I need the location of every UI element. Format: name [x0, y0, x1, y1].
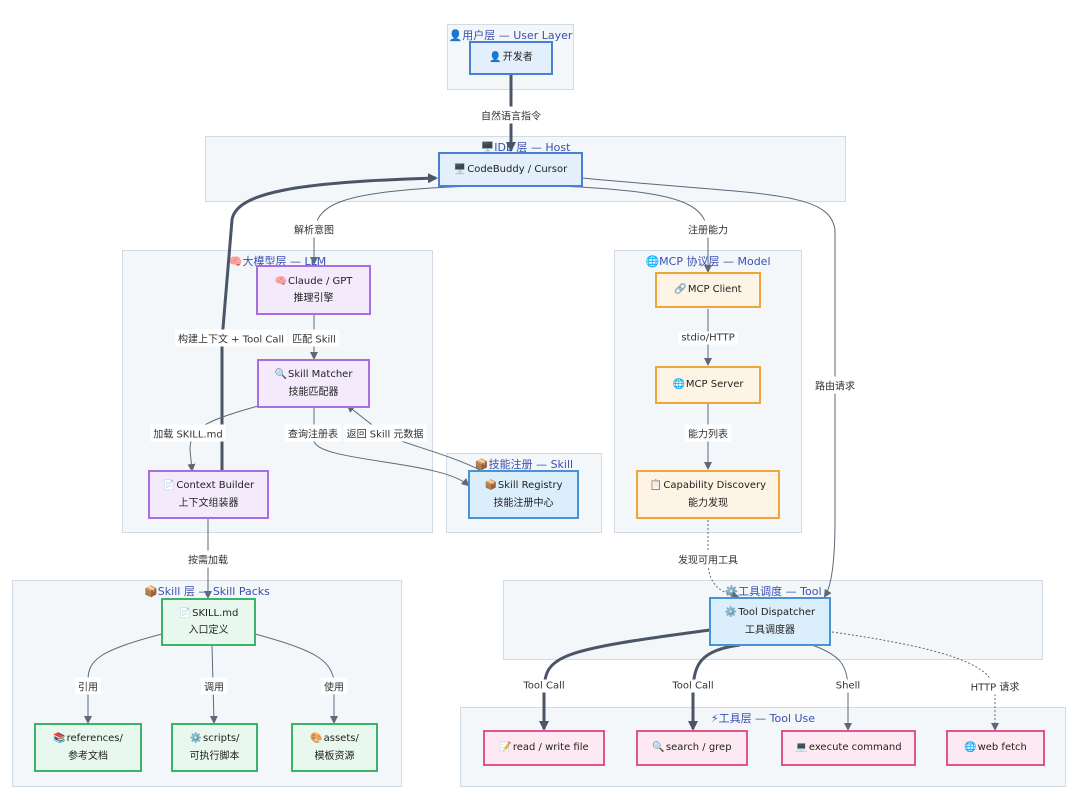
- magnifier-icon: 🔍: [652, 742, 665, 754]
- laptop-icon: 💻: [795, 742, 808, 754]
- edge-parse-intent: [310, 185, 471, 265]
- memo-icon: 📝: [499, 742, 512, 754]
- node-codebuddy[interactable]: 🖥️CodeBuddy / Cursor: [438, 152, 583, 187]
- edge-label-capability-list: 能力列表: [685, 424, 731, 442]
- node-skill-md-label: SKILL.md: [192, 607, 239, 619]
- globe-icon: 🌐: [964, 742, 977, 754]
- node-skill-registry[interactable]: 📦Skill Registry 技能注册中心: [468, 470, 579, 519]
- node-claude-sublabel: 推理引擎: [293, 293, 334, 304]
- node-codebuddy-label: CodeBuddy / Cursor: [467, 163, 568, 175]
- edge-http-request: [831, 631, 999, 731]
- node-scripts-sublabel: 可执行脚本: [189, 750, 240, 762]
- edge-label-on-demand-load: 按需加载: [185, 550, 231, 568]
- clipboard-icon: 📋: [649, 480, 663, 491]
- node-capability-discovery-label: Capability Discovery: [663, 480, 767, 491]
- node-search-grep-label: search / grep: [665, 742, 732, 754]
- edge-label-discover-tools: 发现可用工具: [675, 550, 741, 568]
- node-skill-matcher[interactable]: 🔍Skill Matcher 技能匹配器: [257, 359, 370, 408]
- node-scripts-label: scripts/: [203, 733, 240, 744]
- node-web-fetch-label: web fetch: [977, 742, 1027, 754]
- node-skill-registry-label: Skill Registry: [497, 480, 563, 491]
- gear-icon: ⚙️: [724, 607, 738, 618]
- gear-icon: ⚙️: [189, 733, 202, 744]
- node-skill-matcher-label: Skill Matcher: [288, 369, 353, 380]
- llm-layer-title: 🧠大模型层 — LLM: [228, 255, 327, 268]
- package-icon: 📦: [484, 480, 497, 491]
- node-read-write-file-label: read / write file: [512, 742, 589, 754]
- node-assets-sublabel: 模板资源: [314, 750, 355, 762]
- node-execute-command-label: execute command: [808, 742, 902, 754]
- ide-layer-title: 🖥️IDE 层 — Host: [480, 141, 571, 154]
- user-layer-title: 👤用户层 — User Layer: [448, 29, 573, 42]
- node-assets-label: assets/: [323, 733, 359, 744]
- document-icon: 📄: [162, 480, 176, 491]
- tool-layer-title: ⚡工具层 — Tool Use: [710, 712, 816, 725]
- edge-label-match-skill: 匹配 Skill: [289, 329, 339, 347]
- document-icon: 📄: [178, 607, 192, 619]
- node-developer-label: 开发者: [502, 52, 533, 64]
- node-skill-registry-sublabel: 技能注册中心: [493, 497, 554, 509]
- node-mcp-client-label: MCP Client: [687, 284, 742, 296]
- node-references-sublabel: 参考文档: [68, 750, 108, 762]
- node-mcp-server-label: MCP Server: [685, 379, 744, 391]
- node-scripts[interactable]: ⚙️scripts/ 可执行脚本: [171, 723, 258, 772]
- registry-layer-title: 📦技能注册 — Skill: [474, 458, 574, 471]
- edge-label-call: 调用: [201, 677, 227, 695]
- node-execute-command[interactable]: 💻execute command: [781, 730, 916, 766]
- node-tool-dispatcher-sublabel: 工具调度器: [745, 624, 795, 636]
- edge-label-query-registry: 查询注册表: [285, 424, 341, 442]
- node-context-builder-sublabel: 上下文组装器: [178, 497, 239, 509]
- books-icon: 📚: [53, 733, 66, 744]
- edge-label-ref: 引用: [75, 677, 101, 695]
- node-tool-dispatcher-label: Tool Dispatcher: [738, 607, 816, 618]
- node-context-builder[interactable]: 📄Context Builder 上下文组装器: [148, 470, 269, 519]
- node-web-fetch[interactable]: 🌐web fetch: [946, 730, 1045, 766]
- edge-label-stdio-http: stdio/HTTP: [678, 331, 738, 345]
- edge-route-request: [581, 177, 836, 598]
- node-skill-md-sublabel: 入口定义: [188, 625, 229, 636]
- node-references[interactable]: 📚references/ 参考文档: [34, 723, 142, 772]
- monitor-icon: 🖥️: [453, 163, 467, 175]
- node-developer[interactable]: 👤开发者: [469, 41, 553, 75]
- node-mcp-server[interactable]: 🌐MCP Server: [655, 366, 761, 404]
- node-read-write-file[interactable]: 📝read / write file: [483, 730, 605, 766]
- node-claude[interactable]: 🧠Claude / GPT 推理引擎: [256, 265, 371, 315]
- edge-label-shell: Shell: [832, 679, 864, 693]
- dispatch-layer-title: ⚙️工具调度 — Tool: [724, 585, 822, 598]
- edge-build-context: [220, 173, 438, 470]
- palette-icon: 🎨: [310, 733, 323, 744]
- node-skill-md[interactable]: 📄SKILL.md 入口定义: [161, 598, 256, 646]
- edge-label-use: 使用: [321, 677, 347, 695]
- edge-label-tool-call-1: Tool Call: [520, 679, 568, 693]
- node-search-grep[interactable]: 🔍search / grep: [636, 730, 748, 766]
- edge-label-load-skill: 加载 SKILL.md: [150, 424, 226, 442]
- node-context-builder-label: Context Builder: [176, 480, 255, 491]
- globe-icon: 🌐: [672, 379, 685, 391]
- edge-label-http-request: HTTP 请求: [967, 677, 1023, 695]
- node-references-label: references/: [66, 733, 123, 744]
- edge-label-return-meta: 返回 Skill 元数据: [343, 424, 427, 442]
- link-icon: 🔗: [674, 284, 687, 296]
- edge-label-route-request: 路由请求: [812, 376, 858, 394]
- edge-label-build-context: 构建上下文 + Tool Call: [174, 329, 288, 347]
- edge-label-tool-call-2: Tool Call: [669, 679, 717, 693]
- node-tool-dispatcher[interactable]: ⚙️Tool Dispatcher 工具调度器: [709, 597, 831, 646]
- magnifier-icon: 🔍: [274, 369, 287, 380]
- edge-label-nl-command: 自然语言指令: [478, 106, 544, 124]
- edge-label-parse-intent: 解析意图: [291, 220, 337, 238]
- node-capability-discovery-sublabel: 能力发现: [688, 497, 728, 509]
- node-assets[interactable]: 🎨assets/ 模板资源: [291, 723, 378, 772]
- brain-icon: 🧠: [274, 275, 288, 287]
- node-mcp-client[interactable]: 🔗MCP Client: [655, 272, 761, 308]
- node-capability-discovery[interactable]: 📋Capability Discovery 能力发现: [636, 470, 780, 519]
- node-skill-matcher-sublabel: 技能匹配器: [288, 386, 339, 398]
- edge-query-registry: [313, 408, 470, 487]
- edge-label-register-capability: 注册能力: [685, 220, 731, 238]
- node-claude-label: Claude / GPT: [288, 275, 353, 287]
- user-icon: 👤: [489, 52, 502, 64]
